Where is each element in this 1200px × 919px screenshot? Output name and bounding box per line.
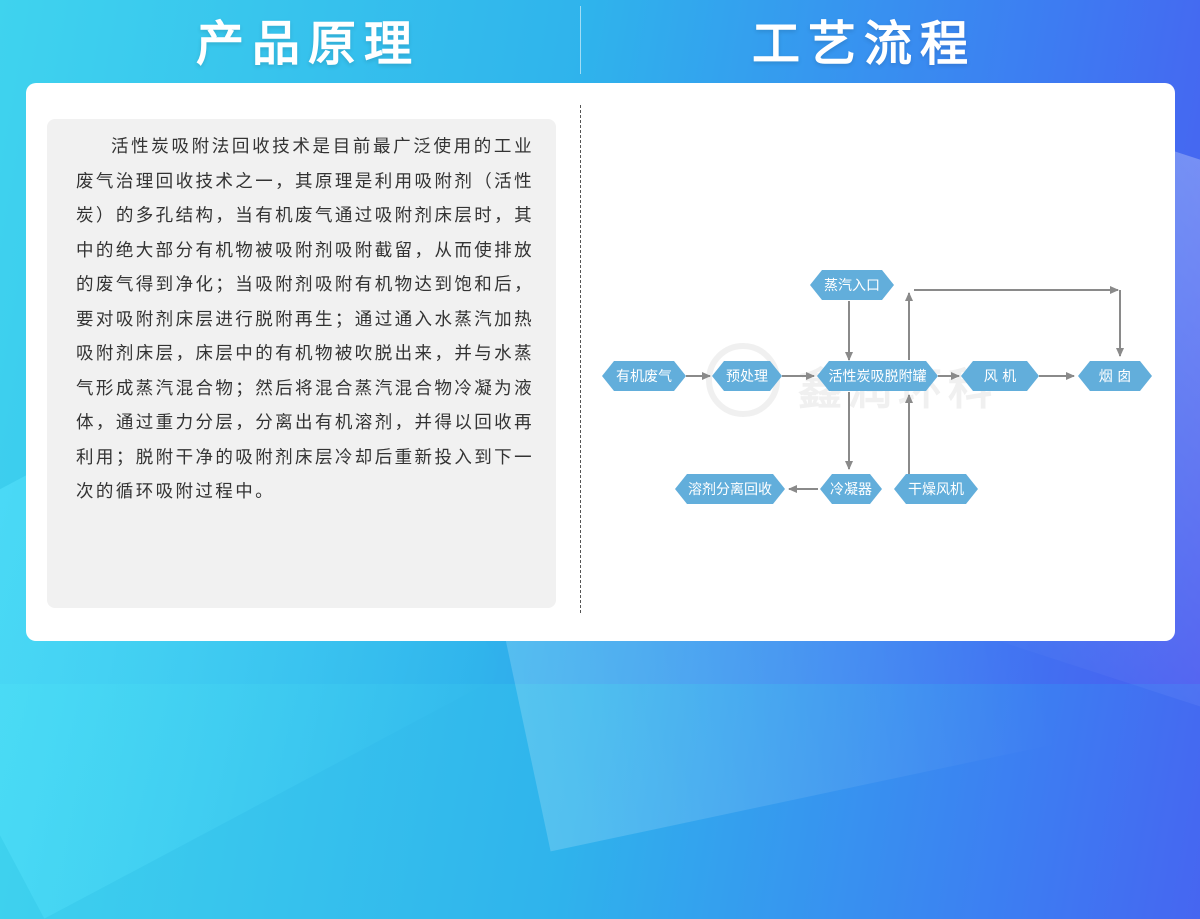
node-pretreatment: 预处理 [712,361,782,391]
node-drying-fan: 干燥风机 [894,474,978,504]
process-flow-title: 工艺流程 [752,16,977,72]
node-fan: 风 机 [961,361,1039,391]
node-steam-inlet: 蒸汽入口 [810,270,894,300]
content-panel: 活性炭吸附法回收技术是目前最广泛使用的工业废气治理回收技术之一，其原理是利用吸附… [26,83,1175,641]
header: 产品原理 工艺流程 [0,0,1200,84]
node-organic-gas: 有机废气 [602,361,686,391]
process-flow-arrows [686,286,1124,493]
node-adsorption-tank: 活性炭吸脱附罐 [817,361,938,391]
principle-text: 活性炭吸附法回收技术是目前最广泛使用的工业废气治理回收技术之一，其原理是利用吸附… [76,137,534,502]
principle-title: 产品原理 [196,16,421,72]
principle-text-box: 活性炭吸附法回收技术是目前最广泛使用的工业废气治理回收技术之一，其原理是利用吸附… [47,119,556,608]
dashed-divider [580,105,581,613]
node-chimney: 烟 囱 [1078,361,1152,391]
node-condenser: 冷凝器 [820,474,882,504]
header-divider [580,6,581,74]
node-solvent-recovery: 溶剂分离回收 [675,474,785,504]
